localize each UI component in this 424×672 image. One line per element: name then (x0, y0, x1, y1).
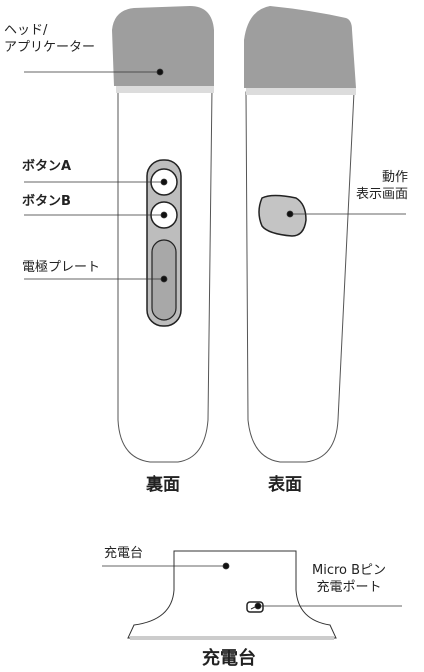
label-button-b: ボタンB (22, 194, 71, 209)
caption-front-view: 表面 (268, 475, 302, 495)
label-charger-body: 充電台 (104, 546, 144, 561)
caption-charger: 充電台 (202, 648, 256, 669)
back-head-applicator (112, 6, 214, 86)
charger-base-shadow (130, 636, 334, 640)
label-head-applicator: ヘッド/ アプリケーター (4, 22, 95, 56)
caption-back-view: 裏面 (146, 475, 180, 495)
front-view-device (244, 6, 356, 463)
dot-electrode (160, 275, 168, 283)
leader-lines (24, 68, 406, 610)
label-micro-b-port: Micro Bピン 充電ポート (312, 562, 386, 596)
front-head-applicator (244, 6, 356, 88)
front-body-outline (245, 91, 355, 463)
back-collar (116, 86, 214, 93)
dot-charger-body (222, 562, 230, 570)
label-indicator-text: 動作 表示画面 (355, 170, 408, 202)
label-port-text: Micro Bピン 充電ポート (312, 563, 387, 595)
charger-body (127, 550, 337, 639)
label-head-text: ヘッド/ アプリケーター (4, 23, 96, 55)
indicator-screen (258, 194, 307, 237)
charger-device (127, 550, 337, 640)
dot-button-a (160, 178, 168, 186)
dot-port (254, 602, 262, 610)
dot-head (156, 68, 164, 76)
dot-button-b (160, 211, 168, 219)
dot-indicator (286, 210, 294, 218)
front-collar (246, 88, 356, 95)
back-view-device (112, 6, 214, 463)
label-indicator-screen: 動作 表示画面 (346, 169, 408, 203)
label-electrode-plate: 電極プレート (22, 260, 101, 275)
label-button-a: ボタンA (22, 159, 72, 174)
